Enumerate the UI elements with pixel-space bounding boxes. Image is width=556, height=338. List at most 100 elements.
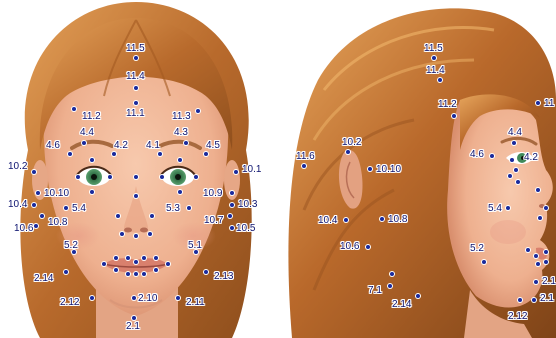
feature-point-label-4-3: 4.3 <box>174 128 188 138</box>
feature-point-marker-11-5 <box>134 56 138 60</box>
feature-point-marker-10-10 <box>368 167 372 171</box>
feature-point-label-2-14: 2.14 <box>392 300 411 310</box>
feature-point-marker-7-1 <box>388 284 392 288</box>
feature-point-label-11-2: 11.2 <box>438 100 457 110</box>
feature-point-marker-2-13 <box>204 270 208 274</box>
feature-point-label-5-4: 5.4 <box>72 204 86 214</box>
feature-point-label-5-3: 5.3 <box>166 204 180 214</box>
nose-point-marker <box>120 232 124 236</box>
nose-point-marker <box>150 214 154 218</box>
feature-point-label-10-6: 10.6 <box>340 242 359 252</box>
nose-point-marker <box>536 188 540 192</box>
feature-point-label-4-5: 4.5 <box>206 141 220 151</box>
feature-point-label-5-1: 5.1 <box>188 241 202 251</box>
feature-point-marker-11-4 <box>134 86 138 90</box>
feature-point-marker-10-4 <box>344 218 348 222</box>
feature-point-label-10-7: 10.7 <box>204 216 223 226</box>
mouth-point-marker <box>154 268 158 272</box>
feature-point-label-2-13: 2.13 <box>214 272 233 282</box>
feature-point-label-4-4: 4.4 <box>508 128 522 138</box>
eye-point-marker <box>90 158 94 162</box>
mouth-point-marker <box>102 262 106 266</box>
feature-point-marker-11-6 <box>302 164 306 168</box>
feature-point-label-2-12: 2.12 <box>60 298 79 308</box>
mouth-point-marker <box>114 268 118 272</box>
eye-point-marker <box>76 175 80 179</box>
feature-point-marker-11-2 <box>452 114 456 118</box>
feature-point-marker-2-14 <box>416 294 420 298</box>
feature-point-marker-5-3 <box>187 206 191 210</box>
feature-point-label-2-14: 2.14 <box>34 274 53 284</box>
eye-point-marker <box>178 158 182 162</box>
feature-point-marker-10-2 <box>32 170 36 174</box>
feature-point-label-10-6: 10.6 <box>14 224 33 234</box>
mouth-point-marker <box>166 262 170 266</box>
feature-point-marker-10-8 <box>380 217 384 221</box>
feature-point-marker-10-1 <box>234 170 238 174</box>
mouth-point-marker <box>536 262 540 266</box>
feature-point-marker-4-6 <box>68 152 72 156</box>
feature-point-label-10-10: 10.10 <box>376 165 401 175</box>
feature-point-marker-10-4 <box>32 203 36 207</box>
mouth-point-marker <box>544 260 548 264</box>
feature-point-marker-11-1 <box>134 101 138 105</box>
nose-point-marker <box>544 206 548 210</box>
feature-point-label-4-2: 4.2 <box>114 141 128 151</box>
feature-point-label-10-9: 10.9 <box>203 189 222 199</box>
feature-point-label-4-6: 4.6 <box>470 150 484 160</box>
feature-point-marker-2-1 <box>132 316 136 320</box>
feature-point-label-2-1: 2.1 <box>126 322 140 332</box>
nose-point-marker <box>148 232 152 236</box>
nose-point-marker <box>134 234 138 238</box>
feature-point-label-10-5: 10.5 <box>236 224 255 234</box>
feature-point-label-11-5: 11.5 <box>424 44 443 54</box>
feature-point-marker-10-6 <box>34 224 38 228</box>
feature-point-label-11-2: 11.2 <box>82 112 101 122</box>
feature-point-marker-10-10 <box>36 191 40 195</box>
mouth-point-marker <box>544 250 548 254</box>
mouth-point-marker <box>142 256 146 260</box>
feature-point-label-4-2: 4.2 <box>524 153 538 163</box>
eye-point-marker <box>160 175 164 179</box>
forehead-point-marker <box>134 175 138 179</box>
feature-point-marker-2-12 <box>90 296 94 300</box>
feature-point-label-2-11: 2.11 <box>186 298 205 308</box>
nose-point-marker <box>116 214 120 218</box>
feature-point-marker-11 <box>536 101 540 105</box>
feature-point-marker-4-1 <box>158 152 162 156</box>
feature-point-label-11-3: 11.3 <box>172 112 191 122</box>
feature-point-marker-10-8 <box>40 214 44 218</box>
eye-point-marker <box>516 180 520 184</box>
feature-point-marker-10-9 <box>230 191 234 195</box>
feature-point-label-10-2: 10.2 <box>8 162 27 172</box>
eye-point-marker <box>514 168 518 172</box>
feature-point-marker-4-3 <box>184 141 188 145</box>
feature-point-label-5-2: 5.2 <box>470 244 484 254</box>
feature-point-label-11-5: 11.5 <box>126 44 145 54</box>
mouth-point-marker <box>134 272 138 276</box>
feature-point-label-11-1: 11.1 <box>126 109 145 119</box>
feature-point-label-7-1: 7.1 <box>368 286 382 296</box>
feature-point-marker-5-2 <box>482 260 486 264</box>
mouth-point-marker <box>142 272 146 276</box>
mouth-point-marker <box>134 260 138 264</box>
feature-point-label-5-4: 5.4 <box>488 204 502 214</box>
feature-point-marker-4-4 <box>82 141 86 145</box>
mouth-point-marker <box>114 256 118 260</box>
feature-point-label-11-4: 11.4 <box>126 72 145 82</box>
eye-point-marker <box>194 175 198 179</box>
feature-point-label-11: 11 <box>544 99 554 109</box>
mouth-point-marker <box>534 254 538 258</box>
feature-point-label-10-8: 10.8 <box>48 218 67 228</box>
nose-point-marker <box>538 216 542 220</box>
eye-point-marker <box>178 190 182 194</box>
feature-point-marker-2-1-upper <box>534 280 538 284</box>
feature-point-marker-11-4 <box>438 78 442 82</box>
feature-point-label-10-2: 10.2 <box>342 138 361 148</box>
feature-point-label-10-3: 10.3 <box>238 200 257 210</box>
feature-point-marker-11-2 <box>72 107 76 111</box>
feature-point-marker-2-11 <box>176 296 180 300</box>
feature-point-marker-10-2 <box>346 150 350 154</box>
mouth-point-marker <box>126 256 130 260</box>
